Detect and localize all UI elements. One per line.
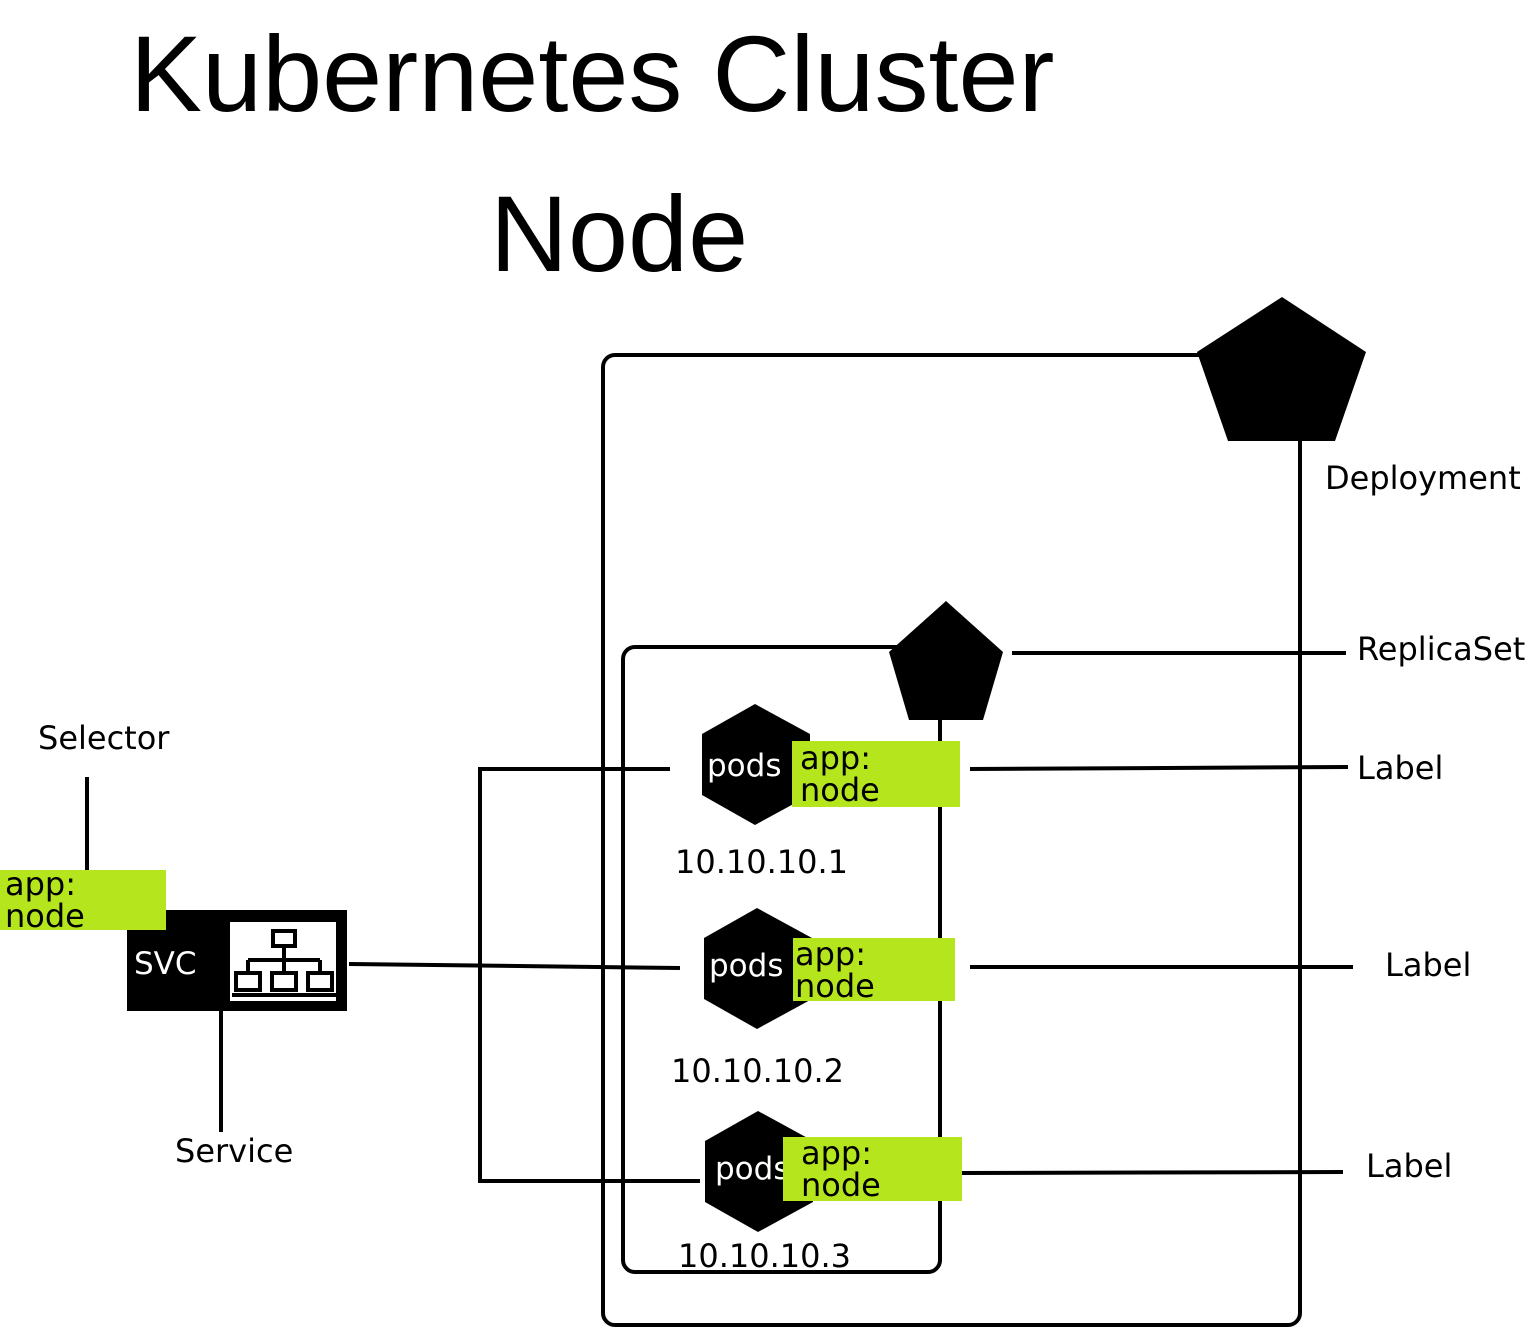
deployment-label: Deployment xyxy=(1325,459,1521,497)
node-title: Node xyxy=(490,173,749,294)
deployment-box xyxy=(601,353,1302,1327)
pod-ip-1: 10.10.10.1 xyxy=(675,843,849,881)
deployment-icon xyxy=(1197,297,1366,441)
pod-label-1: Label xyxy=(1357,749,1444,787)
network-hierarchy-icon xyxy=(232,929,336,997)
replicaset-icon xyxy=(889,601,1003,720)
pod-icon-2 xyxy=(704,908,812,1029)
pod-label-2: Label xyxy=(1385,946,1472,984)
selector-label: Selector xyxy=(38,719,170,757)
pod-text-1: pods xyxy=(707,748,782,784)
pod-tag-3: app: node xyxy=(783,1137,962,1201)
pod-ip-2: 10.10.10.2 xyxy=(671,1052,845,1090)
pod-text-3: pods xyxy=(715,1151,790,1187)
pod-icon-1 xyxy=(702,704,810,825)
pod-label-3: Label xyxy=(1366,1147,1453,1185)
connector-lines xyxy=(85,651,1353,1183)
cluster-title: Kubernetes Cluster xyxy=(130,13,1055,134)
pod-tag-1: app: node xyxy=(792,741,960,807)
pod-ip-3: 10.10.10.3 xyxy=(678,1237,852,1275)
pod-text-2: pods xyxy=(709,948,784,984)
replicaset-label: ReplicaSet xyxy=(1357,630,1526,668)
service-label: Service xyxy=(175,1132,294,1170)
selector-tag: app: node xyxy=(0,868,166,932)
service-name: SVC xyxy=(134,946,197,982)
pod-tag-2: app: node xyxy=(793,938,955,1002)
